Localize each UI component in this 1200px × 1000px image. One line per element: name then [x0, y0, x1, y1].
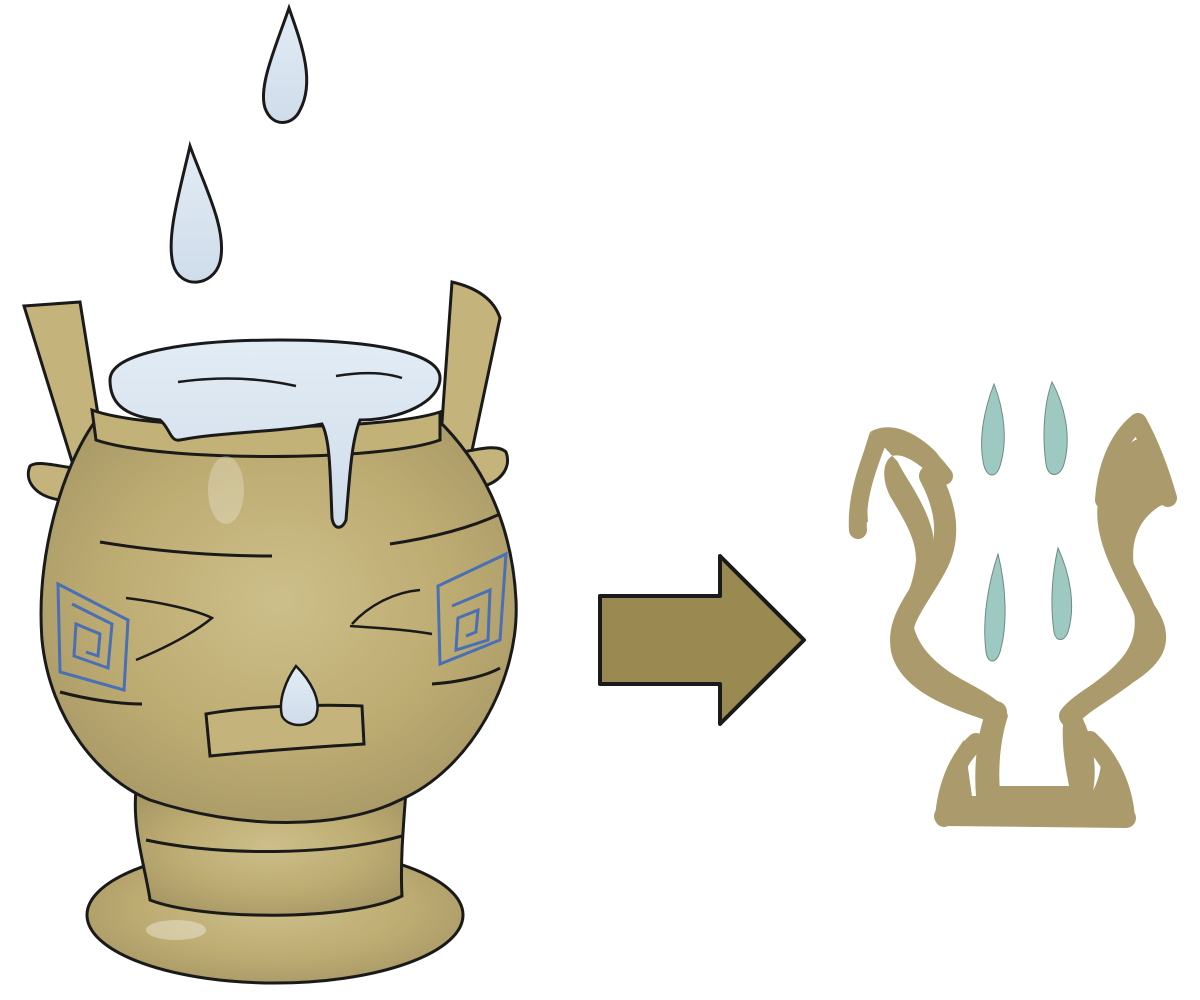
glyph-stroke-right [1095, 413, 1177, 509]
vessel-band-line-lower-left [59, 690, 143, 706]
glyph-drop-bottom-left [984, 552, 1006, 662]
mask-eye-right [349, 588, 433, 636]
spiral-motif-right [436, 551, 508, 667]
transform-arrow [598, 554, 806, 726]
glyph-drop-top-right [1043, 380, 1068, 475]
vessel-handle-right [438, 280, 502, 462]
glyph-base [934, 702, 1136, 828]
water-ripple-1 [177, 377, 297, 388]
water-drop-on-vessel [279, 664, 319, 727]
glyph-stroke-right-body [1059, 487, 1160, 727]
glyph-stroke-left [848, 428, 953, 539]
mask-nose-plate [204, 703, 366, 758]
glyph-base-sides [935, 731, 1135, 827]
vessel-highlight [208, 456, 244, 524]
falling-water-drop-lower [169, 140, 224, 284]
spiral-motif-left [56, 581, 130, 692]
ancient-character-glyph [848, 380, 1177, 828]
glyph-outline [849, 427, 1174, 820]
bronze-vessel [22, 3, 518, 985]
glyph-drop-bottom-right [1051, 546, 1073, 640]
vessel-band-line-upper-right [389, 512, 501, 546]
vessel-band-line-upper-left [99, 540, 273, 558]
vessel-highlight-foot [146, 920, 206, 940]
vessel-body [39, 416, 518, 824]
water-surface [108, 338, 442, 529]
vessel-band-line-lower-right [431, 666, 501, 686]
mask-eye-left [125, 596, 215, 662]
glyph-drop-top-left [981, 382, 1005, 476]
water-ripple-2 [335, 371, 403, 380]
glyph-stroke-left-body [890, 465, 1007, 723]
vessel-foot-ring-line [145, 834, 403, 854]
falling-water-drop-upper [261, 3, 309, 124]
